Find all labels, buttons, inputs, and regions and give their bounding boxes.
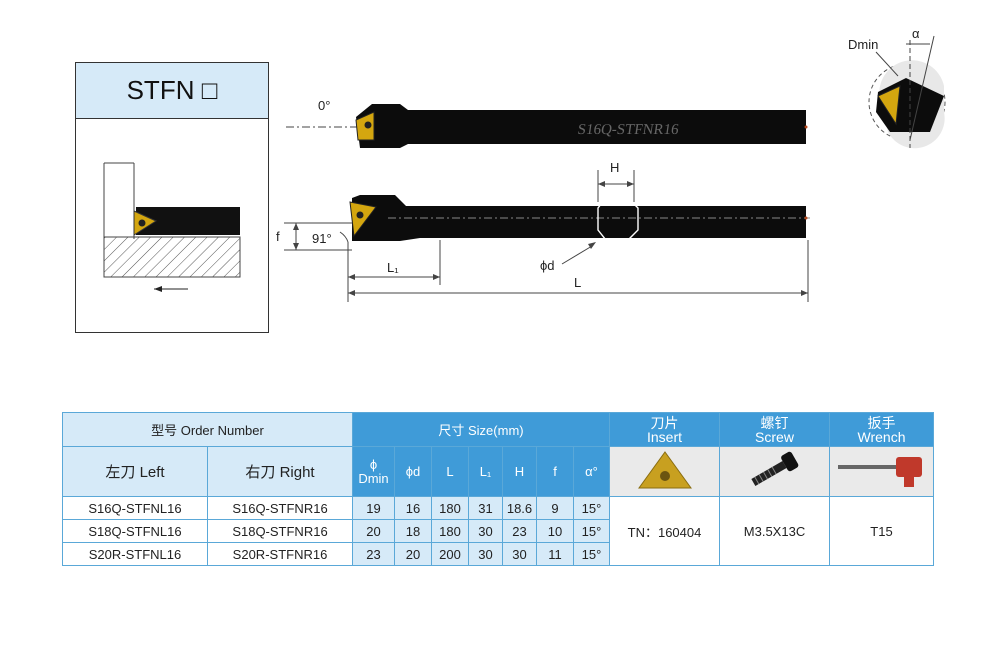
tool-drawing: 0° S16Q-STFNR16 H f 91° L₁ ϕd L α Dmin (276, 26, 946, 302)
row-alpha: 15° (573, 519, 610, 543)
row-left-order: S18Q-STFNL16 (62, 519, 208, 543)
screw-icon (750, 451, 798, 486)
insert-icon (637, 451, 692, 489)
tool-side-insert (349, 201, 377, 238)
insert-header-en: Insert (646, 428, 682, 445)
insert-header-cn: 刀片 (650, 414, 679, 431)
dmin-label: Dmin (848, 37, 878, 52)
row-l: 180 (431, 519, 469, 543)
insert-image-cell (609, 446, 720, 497)
row-l1: 30 (468, 519, 503, 543)
row-f: 10 (536, 519, 574, 543)
dim-l-label: L (574, 275, 581, 290)
row-alpha: 15° (573, 496, 610, 520)
wrench-header-cn: 扳手 (867, 414, 896, 431)
row-right-order: S18Q-STFNR16 (207, 519, 353, 543)
row-h: 23 (502, 519, 537, 543)
series-sketch (103, 162, 241, 292)
col-h-header: H (502, 446, 537, 497)
row-h: 30 (502, 542, 537, 566)
dim-d-label: ϕd (540, 258, 555, 273)
wrench-value: T15 (829, 496, 934, 566)
size-header: 尺寸 Size(mm) (352, 412, 610, 447)
angle-zero-label: 0° (318, 98, 330, 113)
row-f: 9 (536, 496, 574, 520)
left-header: 左刀 Left (62, 446, 208, 497)
col-dmin-header: ϕ Dmin (352, 446, 395, 497)
row-d: 16 (394, 496, 432, 520)
workpiece-hatch (103, 236, 241, 278)
row-l: 180 (431, 496, 469, 520)
col-alpha-header: α° (573, 446, 610, 497)
tool-marking: S16Q-STFNR16 (577, 122, 680, 138)
col-dmin-phi: ϕ (369, 456, 378, 472)
row-right-order: S16Q-STFNR16 (207, 496, 353, 520)
row-f: 11 (536, 542, 574, 566)
row-alpha: 15° (573, 542, 610, 566)
alpha-label: α (912, 26, 920, 41)
row-l1: 31 (468, 496, 503, 520)
insert-value: TN：160404 (609, 496, 720, 566)
detail-insert (877, 85, 901, 126)
order-number-header: 型号 Order Number (62, 412, 353, 447)
row-h: 18.6 (502, 496, 537, 520)
col-dmin-text: Dmin (358, 470, 389, 486)
series-box: STFN □ (75, 62, 269, 333)
row-l1: 30 (468, 542, 503, 566)
insert-header: 刀片 Insert (609, 412, 720, 447)
row-right-order: S20R-STFNR16 (207, 542, 353, 566)
dim-l1-label: L₁ (387, 260, 399, 275)
table-row: S18Q-STFNL16 S18Q-STFNR16 20 18 180 30 2… (62, 519, 934, 543)
row-d: 18 (394, 519, 432, 543)
col-l-header: L (431, 446, 469, 497)
screw-header: 螺钉 Screw (719, 412, 830, 447)
tool-top-body (356, 104, 806, 148)
row-dmin: 23 (352, 542, 395, 566)
col-l1-header: L₁ (468, 446, 503, 497)
tool-side-body (352, 195, 806, 241)
wrench-header: 扳手 Wrench (829, 412, 934, 447)
screw-value: M3.5X13C (719, 496, 830, 566)
angle-91-label: 91° (312, 231, 332, 246)
row-dmin: 20 (352, 519, 395, 543)
screw-header-en: Screw (755, 428, 794, 445)
screw-image-cell (719, 446, 830, 497)
wrench-image-cell (829, 446, 934, 497)
row-dmin: 19 (352, 496, 395, 520)
wrench-header-en: Wrench (857, 428, 906, 445)
table-row: S20R-STFNL16 S20R-STFNR16 23 20 200 30 3… (62, 542, 934, 566)
row-left-order: S20R-STFNL16 (62, 542, 208, 566)
wrench-icon (837, 457, 922, 487)
row-d: 20 (394, 542, 432, 566)
row-l: 200 (431, 542, 469, 566)
right-header: 右刀 Right (207, 446, 353, 497)
dim-f-label: f (276, 229, 280, 244)
series-title: STFN □ (76, 63, 268, 119)
col-f-header: f (536, 446, 574, 497)
spec-table: 型号 Order Number 尺寸 Size(mm) 刀片 Insert 螺钉… (62, 412, 934, 566)
col-d-header: ϕd (394, 446, 432, 497)
flat-section (597, 197, 639, 241)
table-row: S16Q-STFNL16 S16Q-STFNR16 19 16 180 31 1… (62, 496, 934, 566)
row-left-order: S16Q-STFNL16 (62, 496, 208, 520)
screw-header-cn: 螺钉 (760, 414, 789, 431)
dim-h-label: H (610, 160, 619, 175)
